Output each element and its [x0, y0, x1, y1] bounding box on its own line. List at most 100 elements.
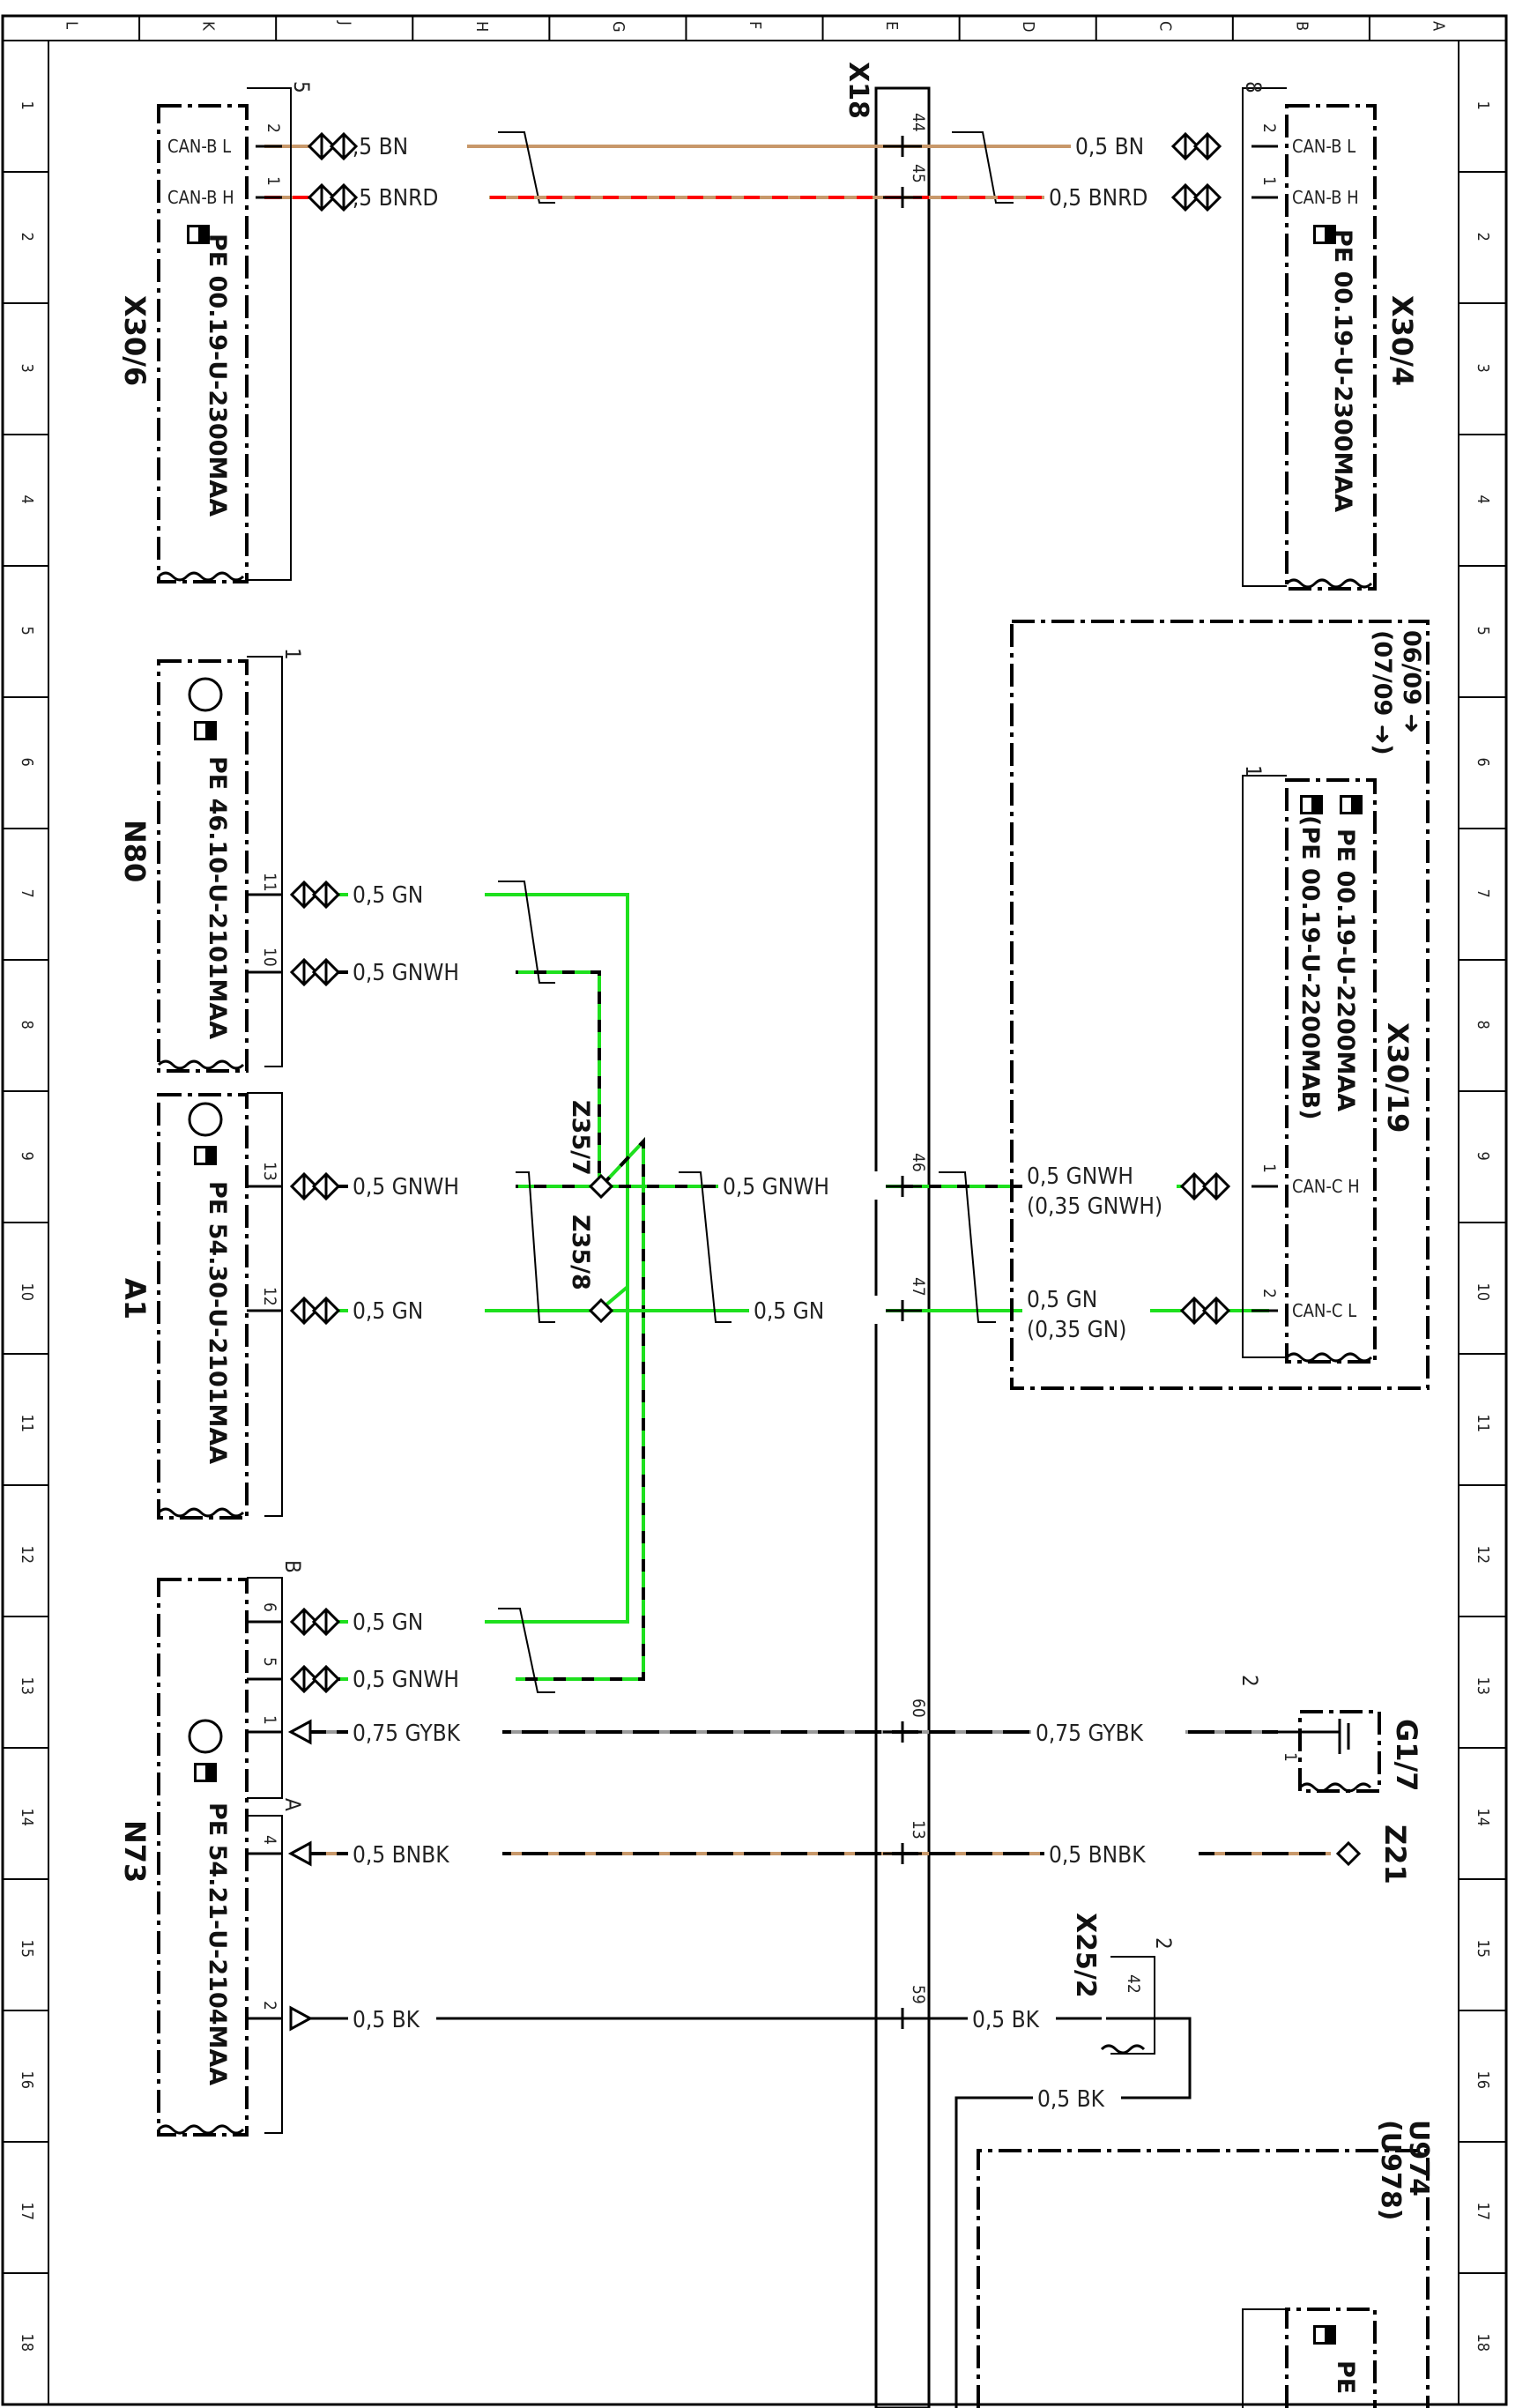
pin-group-label: 5 [289, 81, 314, 93]
wire-a1-gnwh [308, 1136, 1190, 1681]
row-label: 8 [18, 1021, 36, 1029]
hand-icon [194, 721, 217, 740]
hand-icon [1340, 795, 1363, 814]
pin-label: 2 [1259, 123, 1279, 133]
pin-label: 13 [909, 1820, 928, 1839]
date-label: (07/09 ➜) [1369, 630, 1396, 755]
pin-label: 42 [1124, 1974, 1143, 1994]
row-label: 10 [1474, 1283, 1492, 1302]
row-label: 5 [1474, 627, 1492, 635]
component-g1-7: 2 1 G1/7 [1237, 1675, 1423, 1793]
date-label: 06/09 ➜ [1398, 630, 1425, 733]
pin-group-label: B [280, 1560, 305, 1573]
row-label: 1 [18, 101, 36, 110]
can-b-l-label: CAN-B L [1292, 136, 1355, 157]
wire-label-bn-right: 0,5 BN [1075, 134, 1144, 160]
row-label: 4 [1474, 495, 1492, 504]
x30-19-ref1: PE 00.19-U-2200MAA [1332, 829, 1359, 1111]
x18-label: X18 [843, 62, 873, 119]
n73-ref: PE 54.21-U-2104MAA [204, 1802, 231, 2085]
transistor-icon [188, 1102, 223, 1137]
wire-label-x30-19-gn: 0,5 GN [1027, 1287, 1097, 1313]
x25-2-label: X25/2 [1070, 1913, 1101, 1998]
pin-label: 6 [260, 1602, 279, 1612]
connector-x30-6: 5 CAN-B L CAN-B H 2 1 PE 00.19-U-2300MAA… [118, 81, 358, 583]
pin-label: 1 [1281, 1752, 1300, 1762]
can-b-h-label: CAN-B H [1292, 187, 1359, 208]
pin-group-label: 1 [1241, 765, 1266, 777]
pin-group-label: A [280, 1798, 305, 1811]
pin-group-label: 2 [1237, 1675, 1262, 1687]
pin-label: 45 [909, 164, 928, 183]
row-label: 15 [1474, 1940, 1492, 1958]
n80-label: N80 [118, 820, 152, 882]
component-x30-19: 06/09 ➜ (07/09 ➜) 1 PE 00.19-U-2200MAA (… [1010, 620, 1430, 1390]
wire-label-mid-gn: 0,5 GN [754, 1298, 824, 1325]
pin-label: 1 [1259, 1163, 1279, 1173]
row-label: 15 [18, 1940, 36, 1958]
row-label: 18 [1474, 2334, 1492, 2352]
pin-label: 10 [260, 948, 279, 967]
row-label: 5 [18, 627, 36, 635]
pin-label: 13 [260, 1162, 279, 1181]
hand-icon [1313, 225, 1336, 244]
row-label: 3 [1474, 364, 1492, 373]
pin-label: 4 [260, 1835, 279, 1845]
pin-label: 12 [260, 1287, 279, 1306]
row-label: 10 [18, 1283, 36, 1302]
column-label: B [1292, 21, 1311, 31]
wire-label-a1-gn: 0,5 GN [353, 1298, 423, 1325]
pin-label: 2 [264, 123, 283, 133]
pin-group-label: 2 [1151, 1937, 1176, 1950]
wire-label-bk-right: 0,5 BK [972, 2007, 1040, 2033]
wire-label-n73-gn: 0,5 GN [353, 1609, 423, 1636]
transistor-icon [188, 1719, 223, 1754]
wire-label-a1-gnwh: 0,5 GNWH [353, 1174, 459, 1200]
z21-label: Z21 [1378, 1825, 1412, 1884]
wire-label-gybk-left: 0,75 GYBK [353, 1721, 461, 1747]
wire-label-bnbk-right: 0,5 BNBK [1049, 1842, 1146, 1869]
can-b-h-label: CAN-B H [167, 187, 234, 208]
pin-label: 1 [264, 176, 283, 186]
hand-icon [194, 1763, 217, 1782]
row-label: 9 [18, 1152, 36, 1161]
column-label: J [336, 20, 354, 26]
hand-icon [187, 225, 210, 244]
column-label: F [746, 21, 764, 29]
row-label: 1 [1474, 101, 1492, 110]
row-label: 12 [18, 1546, 36, 1564]
wire-label-mid-gnwh: 0,5 GNWH [723, 1174, 829, 1200]
x30-19-label: X30/19 [1381, 1022, 1415, 1133]
column-label: C [1155, 21, 1174, 31]
x30-4-ref: PE 00.19-U-2300MAA [1329, 229, 1356, 512]
hand-icon [1313, 2325, 1336, 2345]
row-label: 2 [18, 233, 36, 242]
column-label: A [1429, 21, 1447, 31]
column-label: G [609, 21, 628, 33]
row-label: 13 [18, 1677, 36, 1696]
n73-label: N73 [118, 1820, 152, 1883]
pin-label: 1 [260, 1715, 279, 1725]
row-label: 17 [18, 2203, 36, 2221]
pin-label: 46 [909, 1153, 928, 1172]
z35-7-label: Z35/7 [567, 1100, 594, 1176]
row-label: 4 [18, 495, 36, 504]
transistor-icon [188, 677, 223, 712]
pin-label: 11 [260, 873, 279, 892]
splice-z35-8: Z35/8 [567, 1215, 614, 1324]
hand-icon [1300, 795, 1323, 814]
row-label: 14 [18, 1809, 36, 1827]
wire-label-bk-lower: 0,5 BK [1037, 2086, 1105, 2113]
row-label: 17 [1474, 2203, 1492, 2221]
column-label: K [199, 21, 218, 31]
row-label: 12 [1474, 1546, 1492, 1564]
component-u974: U974 (U978) PE [977, 2120, 1434, 2408]
pin-label: 60 [909, 1698, 928, 1718]
row-label: 2 [1474, 233, 1492, 242]
wire-label-x30-19-gnwh: 0,5 GNWH [1027, 1163, 1133, 1190]
column-label: L [63, 21, 81, 29]
row-label: 6 [18, 758, 36, 767]
wire-label-gybk-right: 0,75 GYBK [1036, 1721, 1144, 1747]
pin-label: 2 [260, 2001, 279, 2010]
